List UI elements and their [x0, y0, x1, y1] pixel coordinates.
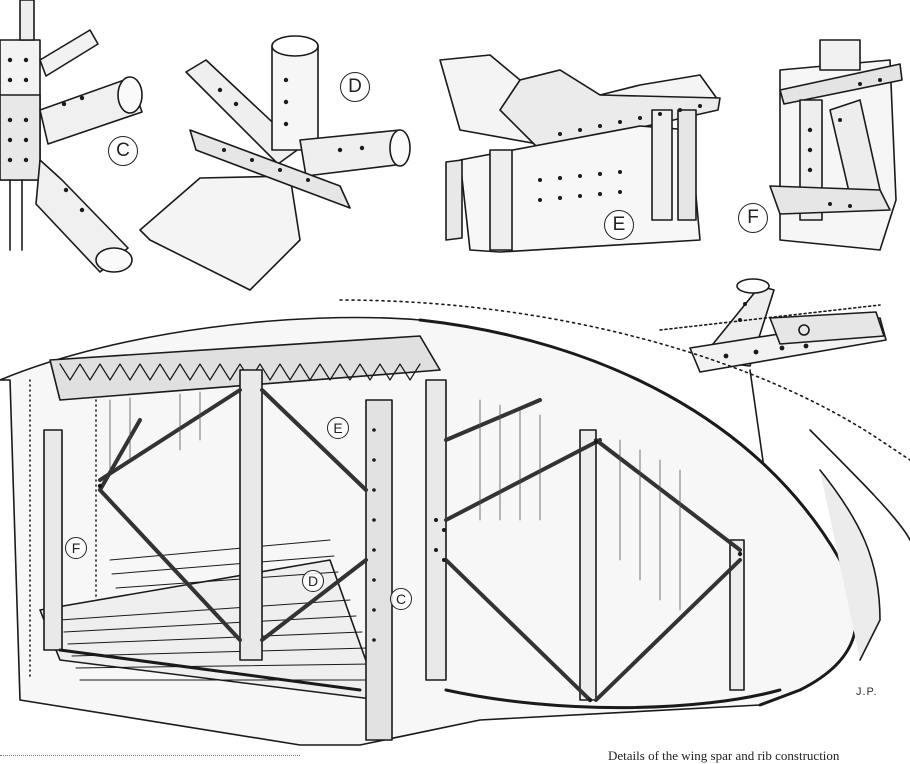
callout-e-main: E [327, 417, 349, 439]
detail-e-spar [439, 54, 721, 253]
callout-e-top: E [604, 210, 634, 240]
detail-f-bracket [769, 39, 903, 251]
callout-d-main: D [302, 570, 324, 592]
dotted-rule [0, 755, 300, 756]
artist-initials: J.P. [856, 686, 878, 698]
callout-c-top: C [108, 136, 138, 166]
callout-c-main: C [390, 588, 412, 610]
detail-c-joint [0, 0, 143, 273]
detail-d-joint [139, 35, 411, 291]
main-wing-assembly [0, 299, 910, 746]
callout-f-top: F [738, 203, 768, 233]
callout-f-main: F [65, 537, 87, 559]
figure-caption: Details of the wing spar and rib constru… [608, 748, 840, 763]
callout-d-top: D [340, 72, 370, 102]
